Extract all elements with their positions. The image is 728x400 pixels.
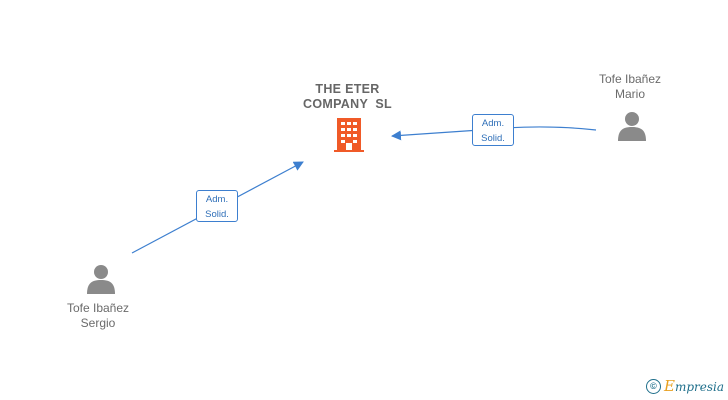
person-sergio-line2: Sergio bbox=[80, 316, 116, 330]
relation-label-mario[interactable]: Adm. Solid. bbox=[472, 114, 514, 146]
company-name[interactable]: THE ETER COMPANY SL bbox=[280, 82, 415, 112]
person-mario-line2: Mario bbox=[614, 87, 645, 101]
person-icon[interactable] bbox=[617, 111, 647, 141]
relation-mario-line2: Solid. bbox=[481, 133, 505, 144]
brand-logo: Empresia bbox=[664, 377, 724, 395]
company-name-line1: THE ETER bbox=[315, 82, 380, 96]
empresia-watermark[interactable]: © Empresia bbox=[645, 376, 724, 396]
relation-sergio-line1: Adm. bbox=[205, 194, 229, 205]
relation-mario-line1: Adm. bbox=[481, 118, 505, 129]
copyright-icon: © bbox=[645, 378, 661, 394]
person-icon[interactable] bbox=[86, 264, 116, 294]
person-mario-line1: Tofe Ibañez bbox=[598, 72, 662, 86]
person-label-mario[interactable]: Tofe Ibañez Mario bbox=[570, 72, 690, 102]
brand-initial: E bbox=[663, 377, 675, 395]
relation-label-sergio[interactable]: Adm. Solid. bbox=[196, 190, 238, 222]
person-sergio-line1: Tofe Ibañez bbox=[66, 301, 130, 315]
relation-sergio-line2: Solid. bbox=[205, 209, 229, 220]
person-label-sergio[interactable]: Tofe Ibañez Sergio bbox=[38, 301, 158, 331]
brand-rest: mpresia bbox=[674, 380, 724, 394]
building-icon[interactable] bbox=[333, 117, 365, 153]
company-name-line2: COMPANY SL bbox=[303, 97, 392, 111]
